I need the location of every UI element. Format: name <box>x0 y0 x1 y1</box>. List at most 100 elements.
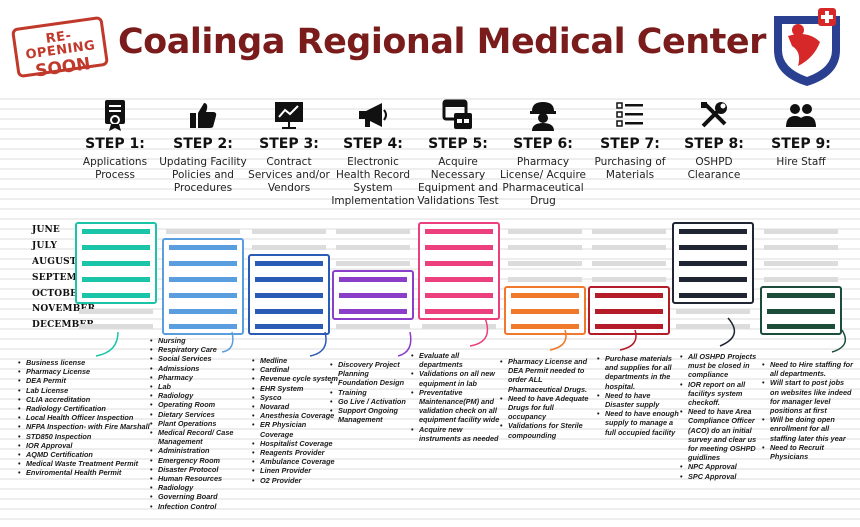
people-icon <box>757 96 845 134</box>
month-bar <box>511 324 579 329</box>
month-bar <box>169 277 237 282</box>
list-item: Validations on all new equipment in lab <box>411 369 501 387</box>
worker-helmet-icon <box>499 96 587 134</box>
list-item: Cardinal <box>252 365 338 374</box>
month-bar <box>425 229 493 234</box>
list-item: O2 Provider <box>252 476 338 485</box>
list-item: Evaluate all departments <box>411 351 501 369</box>
empty-month-bar <box>336 261 410 266</box>
month-bar <box>425 245 493 250</box>
list-item: Medical Record/ Case Management <box>150 428 250 446</box>
month-bar <box>169 261 237 266</box>
month-bar <box>679 229 747 234</box>
list-item: Ambulance Coverage <box>252 457 338 466</box>
month-bar <box>679 261 747 266</box>
step-1-list: Business licensePharmacy LicenseDEA Perm… <box>18 358 153 478</box>
month-bar <box>339 277 407 282</box>
month-bar <box>169 293 237 298</box>
empty-month-bar <box>676 324 750 329</box>
month-bar <box>339 293 407 298</box>
step-timeline-box <box>332 270 414 320</box>
month-label: JUNE <box>32 225 60 235</box>
month-bar <box>82 245 150 250</box>
list-item: Enviromental Health Permit <box>18 468 153 477</box>
list-item: Need to Hire staffing for all department… <box>762 360 854 378</box>
step-2: STEP 2: Updating Facility Policies and P… <box>159 96 247 195</box>
month-bar <box>169 245 237 250</box>
list-item: STD850 Inspection <box>18 432 153 441</box>
list-item: Radiology Certification <box>18 404 153 413</box>
list-item: Emergency Room <box>150 456 250 465</box>
list-item: Validations for Sterile compounding <box>500 421 592 439</box>
medical-logo-icon <box>774 8 840 86</box>
month-bar <box>767 309 835 314</box>
list-item: Need to have Disaster supply <box>597 391 679 409</box>
month-bar <box>595 309 663 314</box>
month-label: NOVEMBER <box>32 304 96 314</box>
list-item: All OSHPD Projects must be closed in com… <box>680 352 765 380</box>
empty-month-bar <box>676 309 750 314</box>
month-bar <box>339 309 407 314</box>
step-5-list: Evaluate all departmentsValidations on a… <box>411 351 501 443</box>
list-item: Lab License <box>18 386 153 395</box>
page-title: Coalinga Regional Medical Center <box>118 22 766 62</box>
step-9-name: Hire Staff <box>776 156 826 168</box>
month-label: JULY <box>32 241 58 251</box>
empty-month-bar <box>79 324 153 329</box>
tools-icon <box>670 96 758 134</box>
list-item: Purchase materials and supplies for all … <box>597 354 679 391</box>
month-bar <box>255 324 323 329</box>
month-bar <box>255 293 323 298</box>
step-3-name: Contract Services and/or Vendors <box>248 156 330 194</box>
list-item: Radiology <box>150 391 250 400</box>
empty-month-bar <box>252 245 326 250</box>
step-5-name: Acquire Necessary Equipment and Validati… <box>417 156 499 207</box>
list-item: Operating Room <box>150 400 250 409</box>
month-bar <box>82 293 150 298</box>
step-6-list: Pharmacy License and DEA Permit needed t… <box>500 357 592 440</box>
list-item: Medical Waste Treatment Permit <box>18 459 153 468</box>
list-item: Pharmacy <box>150 373 250 382</box>
month-bar <box>425 309 493 314</box>
list-item: Pharmacy License and DEA Permit needed t… <box>500 357 592 394</box>
list-item: Governing Board <box>150 492 250 501</box>
list-item: IOR Approval <box>18 441 153 450</box>
step-8-list: All OSHPD Projects must be closed in com… <box>680 352 765 481</box>
list-item: IOR report on all facilitys system check… <box>680 380 765 408</box>
list-item: NFPA Inspection- with Fire Marshall <box>18 422 153 431</box>
empty-month-bar <box>336 229 410 234</box>
month-bar <box>425 293 493 298</box>
month-label: OCTOBER <box>32 289 85 299</box>
step-9-list: Need to Hire staffing for all department… <box>762 360 854 461</box>
thumbs-up-icon <box>159 96 247 134</box>
month-bar <box>679 277 747 282</box>
calendar-window-icon <box>414 96 502 134</box>
list-item: Dietary Services <box>150 410 250 419</box>
step-7-label: STEP 7: <box>600 136 660 152</box>
empty-month-bar <box>508 277 582 282</box>
list-item: Linen Provider <box>252 466 338 475</box>
step-1: STEP 1: Applications Process <box>71 96 159 182</box>
list-item: EHR System <box>252 384 338 393</box>
header: RE-OPENING SOON Coalinga Regional Medica… <box>0 0 860 90</box>
list-item: Reagents Provider <box>252 448 338 457</box>
month-label: AUGUST <box>32 257 77 267</box>
month-bar <box>425 261 493 266</box>
step-7-name: Purchasing of Materials <box>594 156 666 181</box>
list-item: Pharmacy License <box>18 367 153 376</box>
step-1-name: Applications Process <box>82 156 148 181</box>
list-item: Need to have Area Compliance Officer (AC… <box>680 407 765 462</box>
list-item: Hospitalist Coverage <box>252 439 338 448</box>
step-4-name: Electronic Health Record System Implemen… <box>331 156 415 207</box>
list-item: Revenue cycle system <box>252 374 338 383</box>
month-bar <box>595 324 663 329</box>
list-item: Medline <box>252 356 338 365</box>
list-item: Radiology <box>150 483 250 492</box>
step-timeline-box <box>75 222 157 304</box>
document-seal-icon <box>71 96 159 134</box>
step-2-name: Updating Facility Policies and Procedure… <box>159 156 247 194</box>
month-bar <box>679 293 747 298</box>
empty-month-bar <box>508 245 582 250</box>
month-bar <box>767 324 835 329</box>
step-6-name: Pharmacy License/ Acquire Pharmaceutical… <box>499 156 586 207</box>
